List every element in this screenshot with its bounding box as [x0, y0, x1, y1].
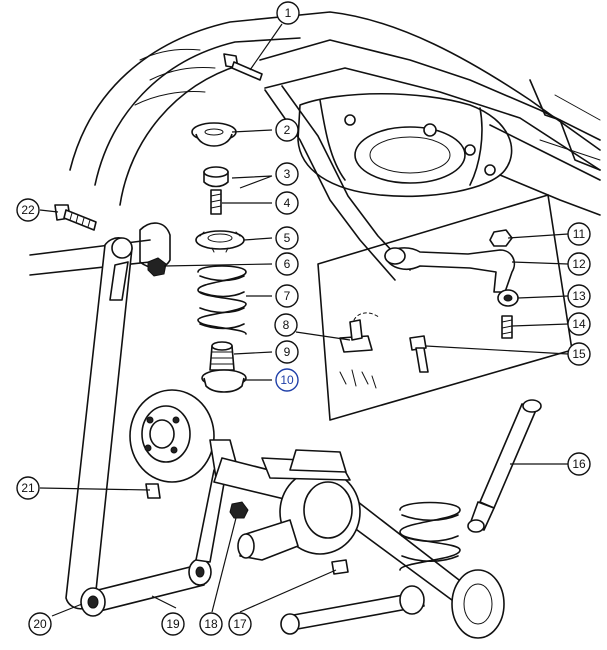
svg-text:20: 20	[33, 617, 47, 631]
svg-text:1: 1	[285, 6, 292, 20]
bolt-1	[223, 53, 263, 81]
svg-text:11: 11	[573, 227, 586, 241]
bolt-22	[54, 204, 97, 231]
callout-13: 13	[567, 284, 591, 308]
callout-17: 17	[228, 612, 252, 636]
callout-3: 3	[275, 162, 299, 186]
leader-lines	[39, 23, 569, 617]
svg-text:9: 9	[284, 345, 291, 359]
callout-14: 14	[567, 312, 591, 336]
callout-7: 7	[275, 284, 299, 308]
lower-control-arm	[80, 469, 227, 617]
svg-text:22: 22	[21, 203, 35, 217]
rear-axle-assembly	[129, 389, 505, 639]
shock-absorber	[467, 399, 542, 533]
callout-11: 11	[567, 222, 591, 246]
svg-text:19: 19	[166, 617, 180, 631]
svg-text:13: 13	[572, 289, 586, 303]
callout-10: 10	[275, 368, 299, 392]
callout-2: 2	[275, 118, 299, 142]
svg-text:16: 16	[572, 457, 586, 471]
callout-5: 5	[275, 226, 299, 250]
callout-16: 16	[567, 452, 591, 476]
callout-9: 9	[275, 340, 299, 364]
svg-text:10: 10	[280, 373, 294, 387]
callout-19: 19	[161, 612, 185, 636]
callout-21: 21	[16, 476, 40, 500]
upper-control-arm-inset	[317, 194, 573, 421]
callout-15: 15	[567, 342, 591, 366]
svg-text:21: 21	[21, 481, 35, 495]
svg-text:18: 18	[204, 617, 218, 631]
callout-4: 4	[275, 191, 299, 215]
callout-20: 20	[28, 612, 52, 636]
svg-text:2: 2	[284, 123, 291, 137]
callout-12: 12	[567, 252, 591, 276]
callouts: 1 2 3 4 5 6 7 8 9 10 11 12 13 14 15 16 1…	[16, 1, 591, 636]
callout-8: 8	[274, 313, 298, 337]
callout-6: 6	[275, 252, 299, 276]
callout-18: 18	[199, 612, 223, 636]
callout-1: 1	[276, 1, 300, 25]
callout-22: 22	[16, 198, 40, 222]
svg-text:17: 17	[233, 617, 247, 631]
svg-text:6: 6	[284, 257, 291, 271]
svg-text:7: 7	[284, 289, 291, 303]
svg-text:5: 5	[284, 231, 291, 245]
svg-text:8: 8	[283, 318, 290, 332]
svg-text:12: 12	[572, 257, 586, 271]
svg-text:4: 4	[284, 196, 291, 210]
svg-text:14: 14	[572, 317, 586, 331]
spring-stack	[147, 122, 247, 393]
svg-text:15: 15	[572, 347, 586, 361]
lateral-link-rod	[65, 237, 133, 610]
svg-text:3: 3	[284, 167, 291, 181]
